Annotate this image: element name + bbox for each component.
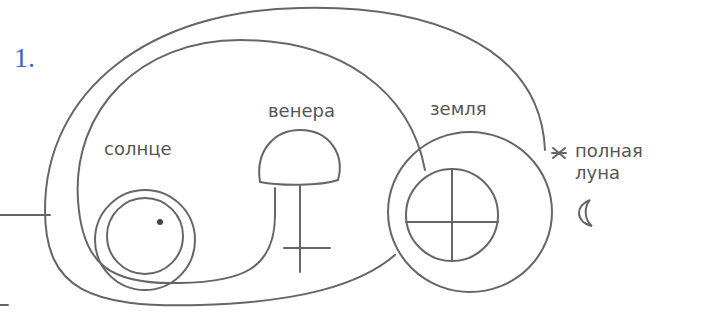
- sun-inner: [107, 198, 183, 274]
- outer-loop: [45, 8, 545, 305]
- body-name: солнце: [104, 138, 172, 160]
- moon-crescent: [579, 200, 592, 226]
- horizon-line: [0, 214, 50, 216]
- earth-outer: [388, 132, 552, 292]
- body-name: венера: [268, 100, 335, 122]
- body-label-node: венера: [268, 100, 335, 122]
- earth-inner: [406, 169, 498, 261]
- earth-cross: [406, 221, 498, 223]
- body-label-node: солнце: [104, 138, 172, 160]
- star-mark: [552, 148, 566, 158]
- tick-mark: [0, 304, 8, 306]
- sun-dot: [157, 219, 163, 225]
- body-label-node: полная луна: [575, 140, 653, 183]
- body-name: земля: [430, 98, 487, 120]
- inner-loop: [78, 40, 425, 283]
- venus-dome: [259, 130, 339, 185]
- venus-cross: [299, 186, 301, 272]
- sun-outer: [95, 190, 195, 290]
- venus-cross: [284, 247, 330, 249]
- body-label-node: земля: [430, 98, 487, 120]
- earth-cross: [451, 169, 453, 261]
- body-name: полная луна: [575, 140, 653, 183]
- item-number: 1.: [14, 42, 35, 74]
